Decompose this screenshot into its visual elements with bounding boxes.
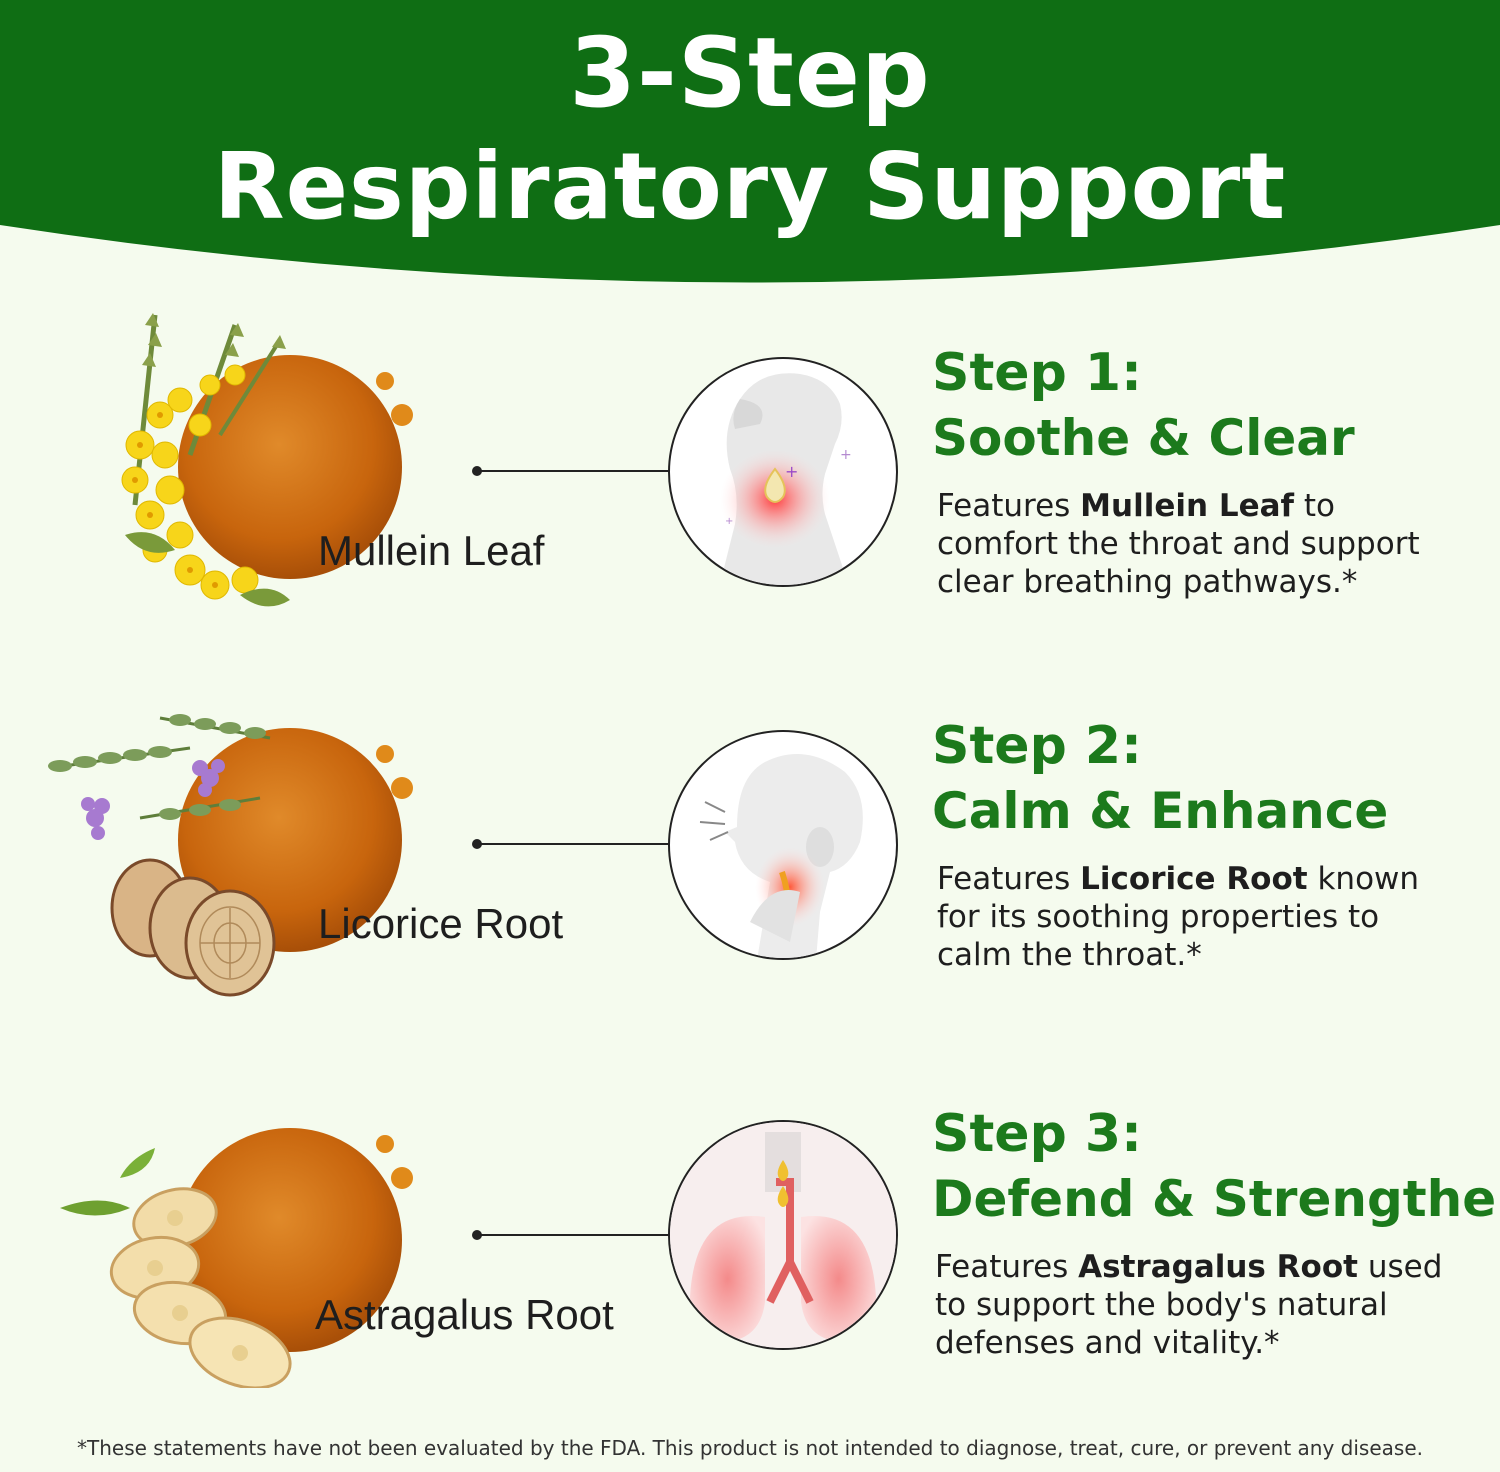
astragalus-root-icon <box>60 1128 413 1388</box>
fda-disclaimer: *These statements have not been evaluate… <box>77 1436 1423 1460</box>
desc-suffix: used to support the body's natural defen… <box>935 1249 1443 1361</box>
desc-prefix: Features <box>937 861 1081 897</box>
ingredient-label: Astragalus Root <box>315 1291 614 1338</box>
svg-text:+: + <box>840 447 852 463</box>
step-description: Features Mullein Leaf to comfort the thr… <box>937 487 1457 601</box>
lungs-illustration <box>668 1120 898 1350</box>
step-row-3: Astragalus Root Step 3: Defend & Strengt… <box>0 1068 1500 1428</box>
desc-suffix: known for its soothing properties to cal… <box>937 861 1420 973</box>
step-title: Soothe & Clear <box>932 409 1355 467</box>
desc-prefix: Features <box>937 488 1081 524</box>
ingredient-label: Licorice Root <box>318 900 564 947</box>
throat-soothe-illustration: + + + <box>668 357 898 587</box>
desc-suffix: to comfort the throat and support clear … <box>937 488 1420 600</box>
step-title: Defend & Strengthen <box>932 1170 1500 1228</box>
step-row-2: Licorice Root Step 2: Calm & Enhance Fea… <box>0 678 1500 1038</box>
step-number: Step 3: <box>932 1104 1142 1164</box>
desc-ingredient: Mullein Leaf <box>1080 488 1295 524</box>
desc-ingredient: Licorice Root <box>1080 861 1308 897</box>
connector-line <box>477 1234 669 1236</box>
step-title: Calm & Enhance <box>932 782 1389 840</box>
licorice-root-icon <box>48 714 413 997</box>
desc-ingredient: Astragalus Root <box>1078 1249 1358 1285</box>
ingredient-label: Mullein Leaf <box>318 527 545 574</box>
svg-text:+: + <box>785 462 798 481</box>
svg-text:+: + <box>725 516 733 527</box>
step-number: Step 1: <box>932 343 1142 403</box>
page-title-line2: Respiratory Support <box>213 133 1287 240</box>
header-background <box>0 0 1500 283</box>
desc-prefix: Features <box>935 1249 1079 1285</box>
step-number: Step 2: <box>932 716 1142 776</box>
mullein-leaf-icon <box>121 313 413 607</box>
throat-calm-illustration <box>668 730 898 960</box>
header-banner: 3-Step Respiratory Support <box>0 0 1500 300</box>
step-description: Features Licorice Root known for its soo… <box>937 860 1457 974</box>
connector-line <box>477 470 669 472</box>
step-row-1: Mullein Leaf + + + Step 1: Soothe & Clea… <box>0 305 1500 665</box>
page-title-line1: 3-Step <box>569 17 931 129</box>
connector-line <box>477 843 669 845</box>
step-description: Features Astragalus Root used to support… <box>935 1248 1455 1362</box>
